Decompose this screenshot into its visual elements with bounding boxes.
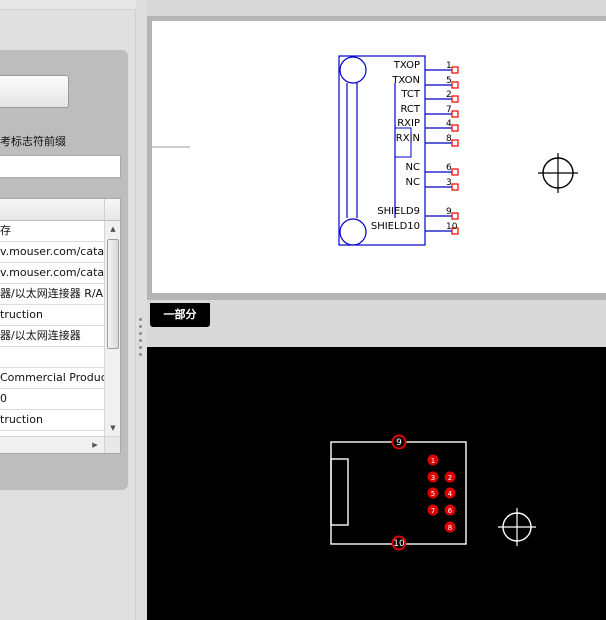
led-box <box>394 127 412 158</box>
pin-name-label: RCT <box>400 104 420 115</box>
grid-row[interactable]: v.mouser.com/cata <box>0 242 104 263</box>
scroll-right-arrow-icon[interactable]: ▶ <box>92 441 98 449</box>
pin-number-label: 5 <box>446 76 452 86</box>
pin-number-label: 3 <box>446 178 452 188</box>
pin-end-marker <box>451 110 459 118</box>
part-tab[interactable]: 一部分 <box>150 303 210 327</box>
scrollbar-corner <box>104 436 120 453</box>
pin-name-label: RXIN <box>396 133 420 144</box>
pad-number-label: 2 <box>448 474 452 482</box>
designator-prefix-input[interactable] <box>0 155 121 178</box>
grid-column-header[interactable] <box>0 199 104 221</box>
grid-row[interactable] <box>0 347 104 368</box>
footprint-pad <box>391 434 407 450</box>
pin-name-label: NC <box>406 162 420 173</box>
pcb-footprint-drawing: 1 2 3 4 5 6 7 8 9 10 <box>330 434 536 551</box>
grid-row[interactable]: 器/以太网连接器 R/A I <box>0 284 104 305</box>
footprint-pad <box>427 504 439 516</box>
pad-number-label: 7 <box>431 507 435 515</box>
footprint-pad <box>427 487 439 499</box>
pin-end-marker <box>451 139 459 147</box>
pin-end-marker <box>451 81 459 89</box>
splitter-grip-dot <box>139 332 142 335</box>
properties-grid: 存 v.mouser.com/cata v.mouser.com/cata 器/… <box>0 198 121 454</box>
splitter-grip-dot <box>139 346 142 349</box>
grid-row[interactable]: 存 <box>0 221 104 242</box>
grid-row[interactable]: truction <box>0 305 104 326</box>
pin-number-label: 9 <box>446 207 452 217</box>
splitter-grip-dot <box>139 318 142 321</box>
pin-number-label: 7 <box>446 105 452 115</box>
pin-name-label: SHIELD9 <box>377 206 420 217</box>
panel-splitter[interactable] <box>136 0 147 620</box>
pin-number-label: 2 <box>446 90 452 100</box>
pad-number-label: 6 <box>448 507 453 515</box>
pin-end-marker <box>451 95 459 103</box>
mounting-hole-bottom <box>339 218 367 246</box>
pad-number-label: 10 <box>393 539 405 549</box>
pcb-footprint-view[interactable]: 1 2 3 4 5 6 7 8 9 10 <box>147 347 606 620</box>
grid-row[interactable]: Commercial Produc <box>0 368 104 389</box>
pin-end-marker <box>451 66 459 74</box>
pad-number-label: 5 <box>431 490 435 498</box>
pin-end-marker <box>451 183 459 191</box>
grid-header-corner <box>104 199 120 221</box>
footprint-pad <box>444 487 456 499</box>
pin-end-marker <box>451 124 459 132</box>
footprint-pad <box>427 471 439 483</box>
footprint-pad <box>444 521 456 533</box>
pin-number-label: 4 <box>446 119 452 129</box>
pad-number-label: 1 <box>431 457 435 465</box>
splitter-grip-dot <box>139 339 142 342</box>
pin-name-label: RXIP <box>397 118 420 129</box>
pin-number-label: 10 <box>446 222 458 232</box>
vertical-scroll-thumb[interactable] <box>107 239 119 349</box>
footprint-latch-outline <box>330 458 349 526</box>
footprint-pad <box>444 504 456 516</box>
pin-number-label: 8 <box>446 134 452 144</box>
grid-horizontal-scrollbar[interactable]: ▶ <box>0 436 104 453</box>
splitter-grip-dot <box>139 353 142 356</box>
pin-name-label: TXON <box>391 75 420 86</box>
pin-end-marker <box>451 168 459 176</box>
pin-name-label: TXOP <box>393 60 420 71</box>
pad-number-label: 3 <box>431 474 435 482</box>
grid-row[interactable]: 0 <box>0 389 104 410</box>
properties-panel: 考标志符前缀 存 v.mouser.com/cata v.mouser.com/… <box>0 0 136 620</box>
pin-number-label: 6 <box>446 163 452 173</box>
pad-number-label: 4 <box>448 490 453 498</box>
grid-row[interactable]: truction <box>0 410 104 431</box>
pin-name-label: NC <box>406 177 420 188</box>
pin-name-label: SHIELD10 <box>371 221 420 232</box>
designator-prefix-label: 考标志符前缀 <box>0 135 66 148</box>
pin-name-label: TCT <box>400 89 421 100</box>
grid-vertical-scrollbar[interactable]: ▲ ▼ <box>104 221 120 436</box>
pin-end-marker <box>451 227 459 235</box>
grid-row[interactable]: 器/以太网连接器 <box>0 326 104 347</box>
footprint-pad <box>444 471 456 483</box>
pin-end-marker <box>451 212 459 220</box>
pad-number-label: 8 <box>448 524 452 532</box>
pin-number-label: 1 <box>446 61 452 71</box>
component-body <box>338 55 426 246</box>
scroll-down-arrow-icon[interactable]: ▼ <box>110 424 116 432</box>
scroll-up-arrow-icon[interactable]: ▲ <box>110 225 116 233</box>
pad-number-label: 9 <box>396 438 402 448</box>
footprint-pad <box>391 535 407 551</box>
grid-row[interactable]: v.mouser.com/cata <box>0 263 104 284</box>
panel-action-button[interactable] <box>0 75 69 108</box>
panel-header-strip <box>0 0 136 10</box>
splitter-grip-dot <box>139 325 142 328</box>
footprint-pad <box>427 454 439 466</box>
mounting-hole-top <box>339 56 367 84</box>
